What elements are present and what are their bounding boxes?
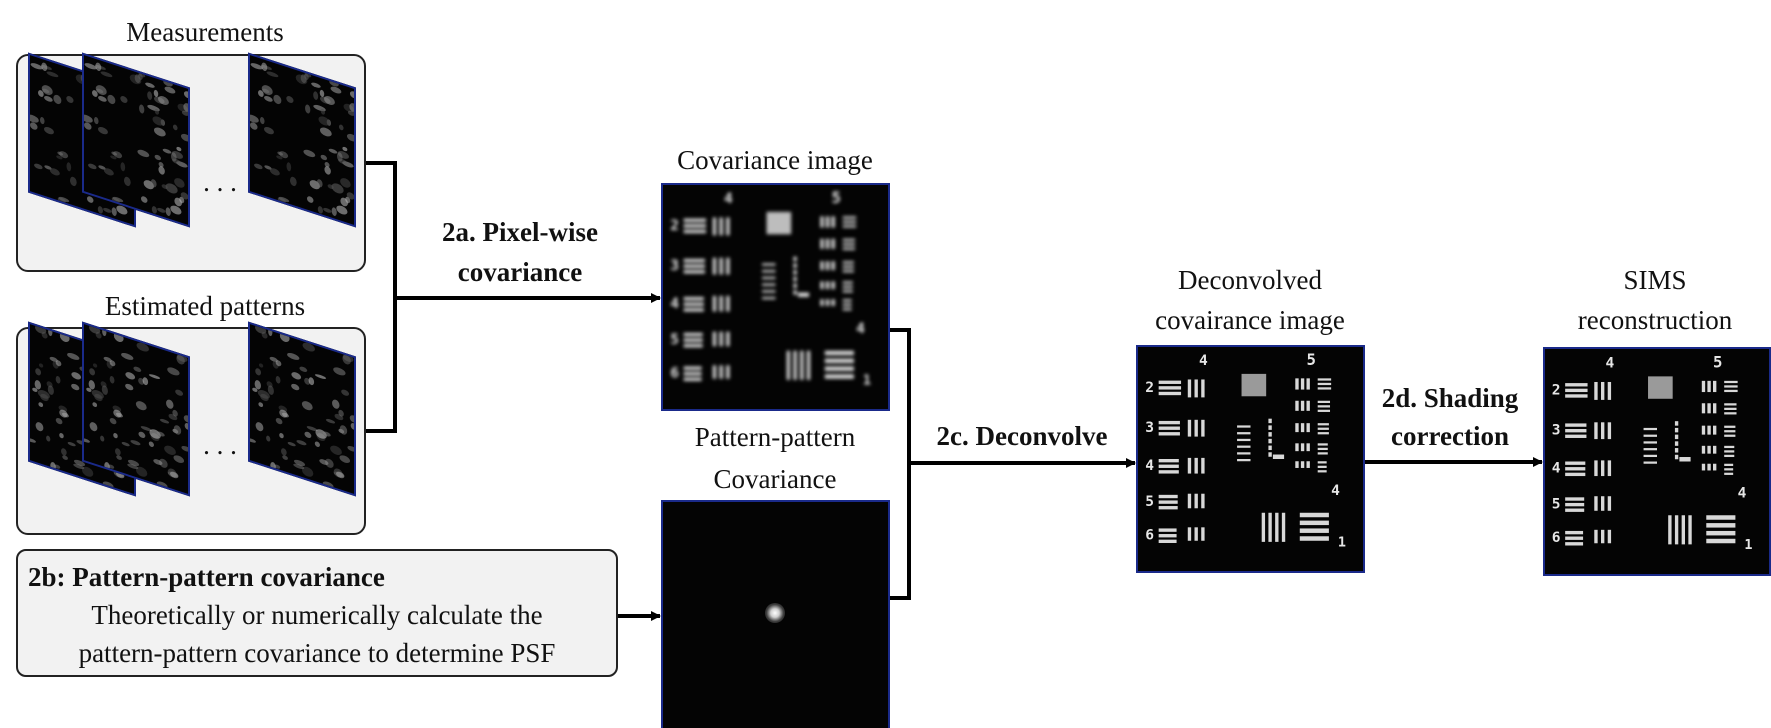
svg-text:5: 5 [1713, 352, 1722, 371]
svg-text:4: 4 [1199, 352, 1208, 369]
svg-text:2: 2 [1552, 381, 1561, 398]
speckle-texture [82, 62, 190, 216]
svg-text:3: 3 [670, 257, 679, 274]
covariance-image: 2 3 4 5 6 4 5 4 1 [661, 183, 890, 411]
estimated-patterns-title: Estimated patterns [104, 291, 306, 321]
measurements-panel: . . . [16, 52, 366, 272]
svg-text:3: 3 [1145, 419, 1154, 436]
svg-text:4: 4 [724, 190, 733, 207]
svg-text:6: 6 [1552, 529, 1561, 546]
svg-text:3: 3 [1552, 422, 1561, 439]
pattern-frame-n [248, 321, 356, 497]
pattern-frame-2 [82, 321, 190, 497]
step-2d-line1: 2d. Shading [1381, 383, 1519, 413]
svg-text:4: 4 [1145, 457, 1154, 474]
svg-text:4: 4 [856, 320, 865, 337]
resolution-target: 2 3 4 5 6 4 5 4 1 [1552, 352, 1753, 553]
svg-text:5: 5 [1307, 350, 1316, 369]
step-2a-line1: 2a. Pixel-wise [442, 217, 598, 247]
measurements-to-bracket [366, 161, 397, 433]
speckle-texture [248, 62, 356, 216]
svg-text:4: 4 [1331, 482, 1340, 499]
svg-text:5: 5 [832, 188, 841, 207]
pattern-covariance-line1: Pattern-pattern [694, 422, 856, 452]
resolution-target: 2 3 4 5 6 4 5 4 1 [670, 188, 871, 388]
measurements-title: Measurements [126, 17, 284, 47]
step-2b-box: 2b: Pattern-pattern covariance Theoretic… [16, 549, 618, 677]
deconvolve-bracket [890, 328, 911, 600]
covariance-image-title: Covariance image [677, 145, 873, 175]
step-2d-line2: correction [1391, 421, 1509, 451]
sims-image: 2 3 4 5 6 4 5 4 1 [1543, 347, 1771, 576]
patterns-ellipsis: . . . [203, 430, 237, 460]
svg-text:4: 4 [1605, 354, 1614, 371]
speckle-texture [82, 325, 190, 489]
step-2c-label: 2c. Deconvolve [936, 421, 1108, 451]
svg-text:6: 6 [670, 365, 679, 382]
svg-text:1: 1 [1744, 538, 1752, 553]
svg-text:5: 5 [1145, 493, 1154, 510]
svg-text:4: 4 [1738, 484, 1747, 501]
measurement-frame-2 [82, 52, 190, 228]
estimated-patterns-panel: . . . [16, 321, 366, 535]
resolution-target: 2 3 4 5 6 4 5 4 1 [1145, 350, 1346, 550]
step-2a-line2: covariance [457, 257, 583, 287]
sims-line1: SIMS [1623, 265, 1687, 295]
pattern-covariance-line2: Covariance [713, 464, 837, 494]
step-2b-line2: pattern-pattern covariance to determine … [78, 638, 556, 668]
svg-text:1: 1 [1338, 535, 1346, 550]
svg-text:2: 2 [670, 217, 679, 234]
svg-text:2: 2 [1145, 379, 1154, 396]
deconvolved-line1: Deconvolved [1178, 265, 1322, 295]
svg-text:6: 6 [1145, 527, 1154, 544]
svg-text:1: 1 [863, 373, 871, 388]
psf-spot [765, 603, 785, 623]
svg-text:5: 5 [1552, 496, 1561, 513]
svg-text:5: 5 [670, 331, 679, 348]
svg-text:4: 4 [670, 295, 679, 312]
svg-text:4: 4 [1552, 460, 1561, 477]
step-2b-line1: Theoretically or numerically calculate t… [91, 600, 543, 630]
deconvolved-line2: covairance image [1155, 305, 1345, 335]
measurement-frame-n [248, 52, 356, 228]
deconvolved-image: 2 3 4 5 6 4 5 4 1 [1136, 345, 1365, 573]
psf-image [661, 500, 890, 728]
sims-line2: reconstruction [1577, 305, 1733, 335]
step-2b-title: 2b: Pattern-pattern covariance [28, 562, 385, 592]
measurements-ellipsis: . . . [203, 167, 237, 197]
